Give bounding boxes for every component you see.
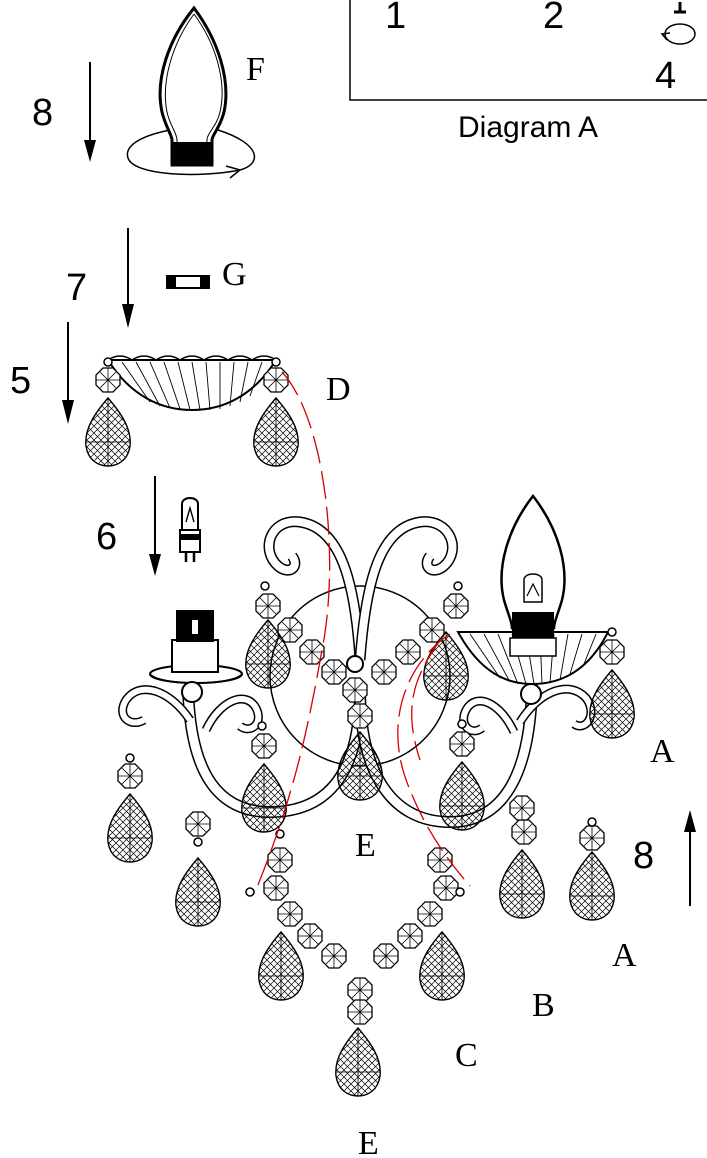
label-c: C bbox=[455, 1037, 478, 1074]
label-e-bottom: E bbox=[358, 1125, 379, 1158]
screw-rotate-icon bbox=[660, 2, 696, 45]
diagram-a: 1 2 4 Diagram A bbox=[349, 0, 707, 144]
step-5: 5 bbox=[10, 360, 31, 402]
step-6: 6 bbox=[96, 516, 117, 558]
label-e-center: E bbox=[355, 827, 376, 864]
label-g: G bbox=[222, 256, 247, 293]
label-a-arm: A bbox=[650, 733, 675, 770]
halogen-lamp: 6 bbox=[96, 476, 201, 576]
label-b: B bbox=[532, 987, 555, 1024]
diagram-a-caption: Diagram A bbox=[458, 111, 598, 144]
bobeche-d: 5 D bbox=[10, 322, 351, 467]
label-a-loose: A bbox=[612, 937, 637, 974]
candle-cover-f: 8 F bbox=[32, 5, 265, 179]
fuse-g: 7 G bbox=[66, 228, 247, 328]
step-8-right: 8 bbox=[633, 835, 654, 877]
step-7: 7 bbox=[66, 267, 87, 309]
label-d: D bbox=[326, 371, 351, 408]
diagram-a-step-4: 4 bbox=[655, 55, 676, 97]
diagram-a-step-2: 2 bbox=[543, 0, 564, 37]
label-f: F bbox=[246, 51, 265, 88]
step-8-top: 8 bbox=[32, 92, 53, 134]
diagram-a-step-1: 1 bbox=[385, 0, 406, 37]
guide-lines bbox=[255, 371, 471, 891]
step-8-right-arrow: 8 bbox=[633, 810, 696, 906]
